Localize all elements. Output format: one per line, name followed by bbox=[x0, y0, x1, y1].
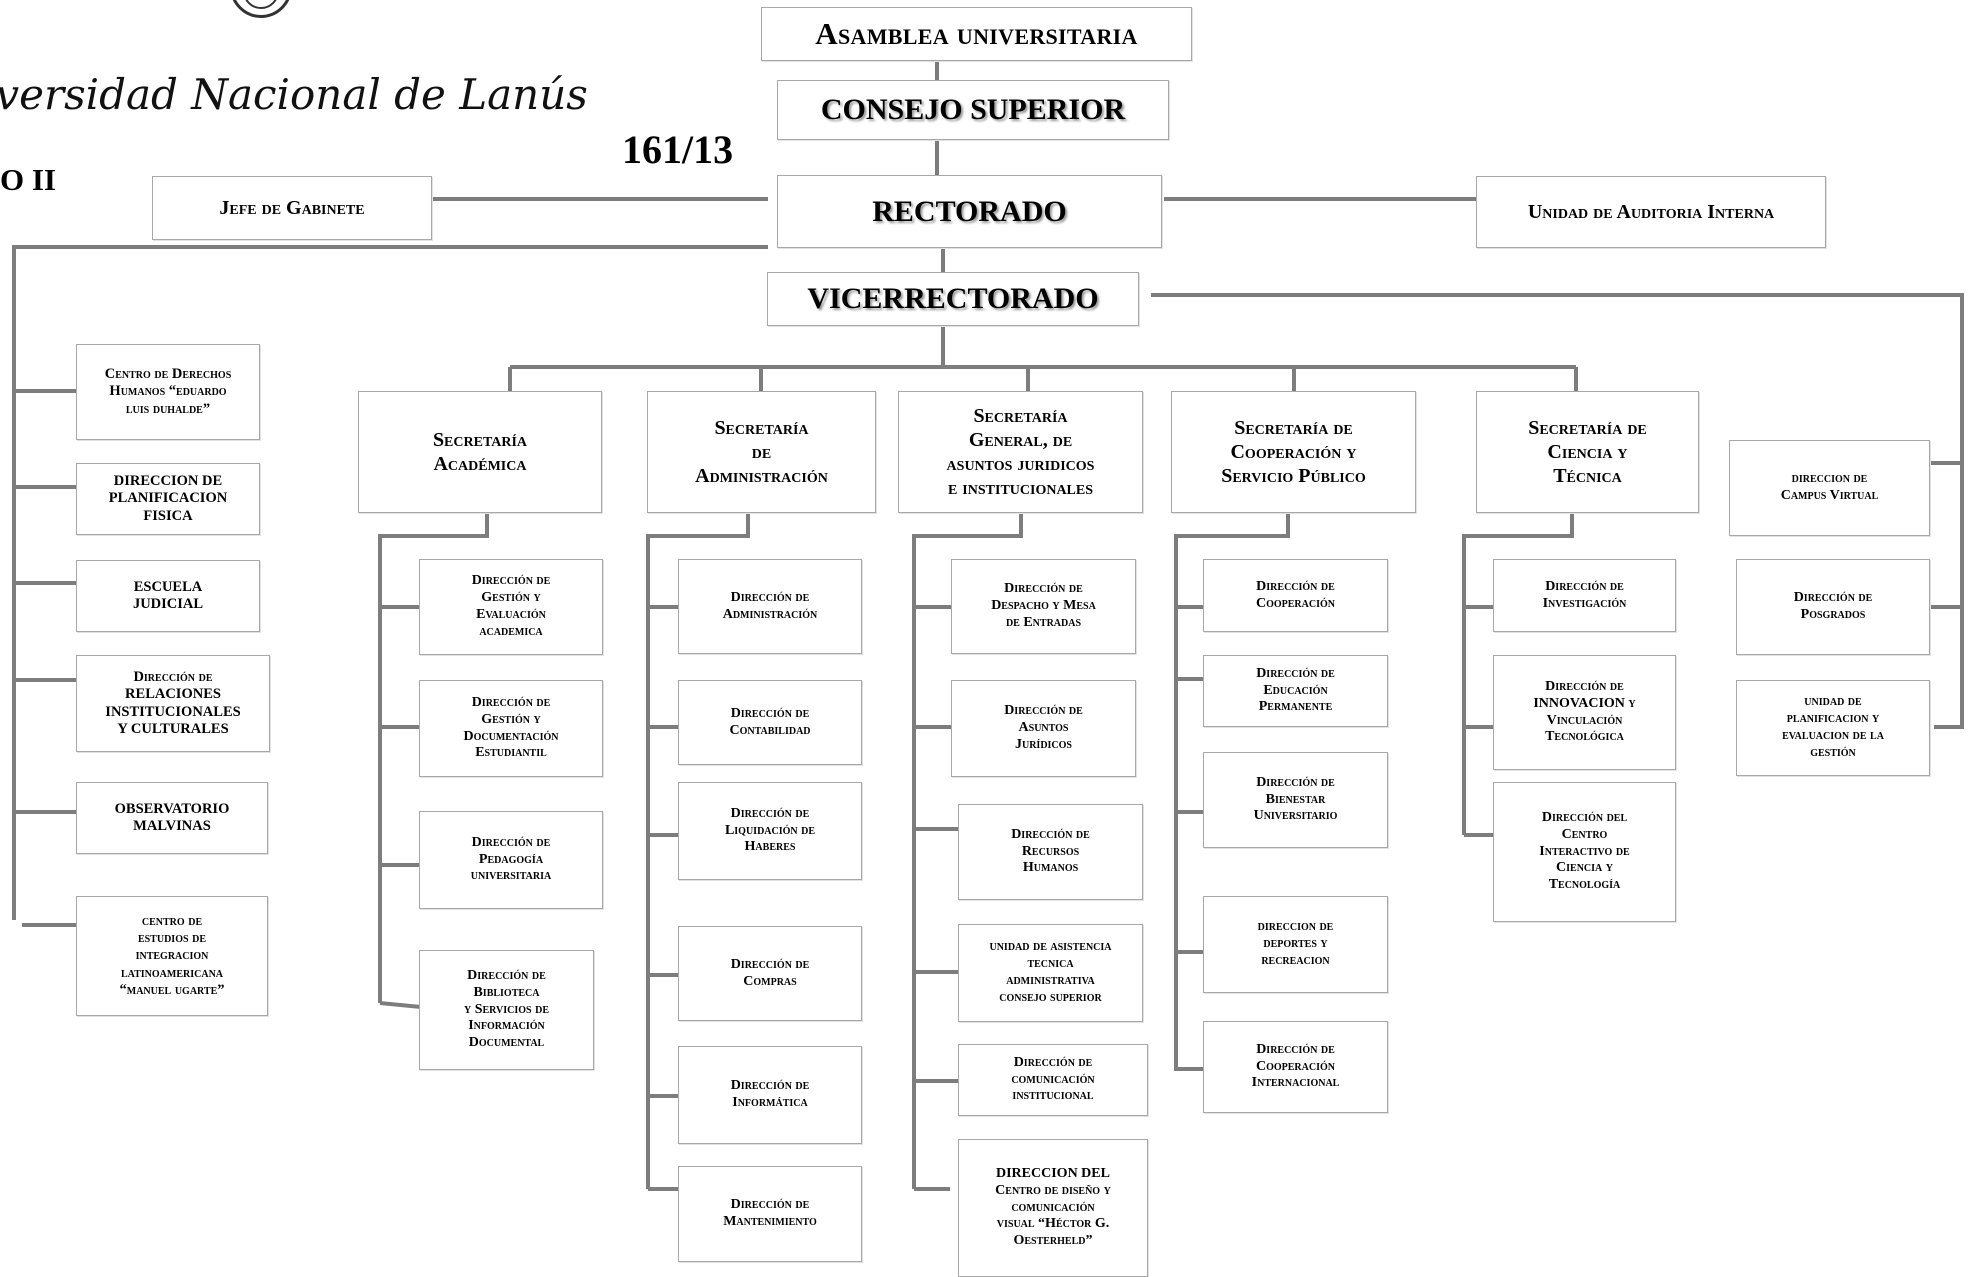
secretaria-cooperacion-box: Secretaría de Cooperación y Servicio Púb… bbox=[1171, 391, 1416, 513]
rectorado-unit: Centro de Derechos Humanos “eduardo luis… bbox=[76, 344, 260, 440]
direccion-box: unidad de asistencia tecnica administrat… bbox=[958, 924, 1143, 1022]
direccion-box: Dirección de comunicación institucional bbox=[958, 1044, 1148, 1116]
direccion-box: Dirección del Centro Interactivo de Cien… bbox=[1493, 782, 1676, 922]
direccion-box: Dirección de Compras bbox=[678, 926, 862, 1021]
direccion-box: Dirección de Mantenimiento bbox=[678, 1166, 862, 1262]
rectorado-unit: OBSERVATORIO MALVINAS bbox=[76, 782, 268, 854]
direccion-box: Dirección de Administración bbox=[678, 559, 862, 654]
direccion-box: Dirección de Educación Permanente bbox=[1203, 655, 1388, 727]
annex-label: O II bbox=[0, 162, 56, 197]
direccion-box: Dirección de Cooperación bbox=[1203, 559, 1388, 632]
rectorado-unit: Dirección de RELACIONES INSTITUCIONALES … bbox=[76, 655, 270, 752]
direccion-box: direccion de deportes y recreacion bbox=[1203, 896, 1388, 993]
secretaria-general-box: Secretaría General, de asuntos juridicos… bbox=[898, 391, 1143, 513]
secretaria-ciencia-box: Secretaría de Ciencia y Técnica bbox=[1476, 391, 1699, 513]
rectorado-unit: DIRECCION DE PLANIFICACION FISICA bbox=[76, 463, 260, 535]
consejo-box: CONSEJO SUPERIOR bbox=[777, 80, 1169, 140]
university-name: iversidad Nacional de Lanús bbox=[0, 70, 588, 119]
resolution-number: 161/13 bbox=[622, 127, 734, 172]
direccion-box: Dirección de Contabilidad bbox=[678, 680, 862, 765]
vicerrectorado-unit: unidad de planificacion y evaluacion de … bbox=[1736, 680, 1930, 776]
direccion-box: Dirección de Despacho y Mesa de Entradas bbox=[951, 559, 1136, 654]
direccion-box: Dirección de Asuntos Jurídicos bbox=[951, 680, 1136, 777]
rectorado-box: RECTORADO bbox=[777, 175, 1162, 248]
direccion-box: Dirección de Cooperación Internacional bbox=[1203, 1021, 1388, 1113]
direccion-box: Dirección de Gestión y Evaluación academ… bbox=[419, 559, 603, 655]
direccion-box: Dirección de Informática bbox=[678, 1046, 862, 1144]
jefe-gabinete-box: Jefe de Gabinete bbox=[152, 176, 432, 240]
asamblea-box: Asamblea universitaria bbox=[761, 7, 1192, 61]
vicerrectorado-box: VICERRECTORADO bbox=[767, 272, 1139, 326]
secretaria-administracion-box: Secretaría de Administración bbox=[647, 391, 876, 513]
vicerrectorado-unit: direccion de Campus Virtual bbox=[1729, 440, 1930, 536]
vicerrectorado-unit: Dirección de Posgrados bbox=[1736, 559, 1930, 655]
auditoria-box: Unidad de Auditoria Interna bbox=[1476, 176, 1826, 248]
rectorado-unit: centro de estudios de integracion latino… bbox=[76, 896, 268, 1016]
secretaria-academica-box: Secretaría Académica bbox=[358, 391, 602, 513]
direccion-box: Dirección de Bienestar Universitario bbox=[1203, 752, 1388, 848]
direccion-box: Dirección de Pedagogía universitaria bbox=[419, 811, 603, 909]
direccion-box: Dirección de Biblioteca y Servicios de I… bbox=[419, 950, 594, 1070]
direccion-box: Dirección de Gestión y Documentación Est… bbox=[419, 680, 603, 777]
rectorado-unit: ESCUELA JUDICIAL bbox=[76, 560, 260, 632]
direccion-box: Dirección de INNOVACION y Vinculación Te… bbox=[1493, 655, 1676, 770]
direccion-box: Dirección de Investigación bbox=[1493, 559, 1676, 632]
direccion-box: Dirección de Recursos Humanos bbox=[958, 804, 1143, 900]
direccion-box: DIRECCION DEL Centro de diseño y comunic… bbox=[958, 1139, 1148, 1277]
direccion-box: Dirección de Liquidación de Haberes bbox=[678, 782, 862, 880]
